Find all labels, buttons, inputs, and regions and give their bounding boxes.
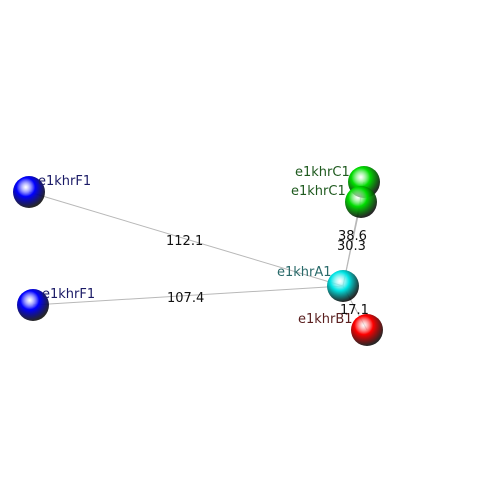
node-label-F1a: e1khrF1 <box>38 174 91 189</box>
edge-label-F1b-A1: 107.4 <box>167 291 204 306</box>
node-label-B1: e1khrB1 <box>298 312 353 327</box>
edge-label-C1b-A1: 30.3 <box>337 239 366 254</box>
edge-F1b-A1 <box>32 285 344 306</box>
edge-label-B1-A1: 17.1 <box>340 303 369 318</box>
node-A1[interactable] <box>327 270 359 302</box>
edge-label-C1a-A1: 38.6 <box>338 229 367 244</box>
node-B1[interactable] <box>351 314 383 346</box>
node-F1b[interactable] <box>17 289 49 321</box>
edge-F1a-A1 <box>28 191 344 287</box>
node-label-F1b: e1khrF1 <box>42 287 95 302</box>
edge-label-F1a-A1: 112.1 <box>166 234 203 249</box>
node-C1b[interactable] <box>345 186 377 218</box>
node-label-A1: e1khrA1 <box>277 265 332 280</box>
node-F1a[interactable] <box>13 176 45 208</box>
node-label-C1b: e1khrC1 <box>291 184 346 199</box>
node-label-C1a: e1khrC1 <box>295 165 350 180</box>
